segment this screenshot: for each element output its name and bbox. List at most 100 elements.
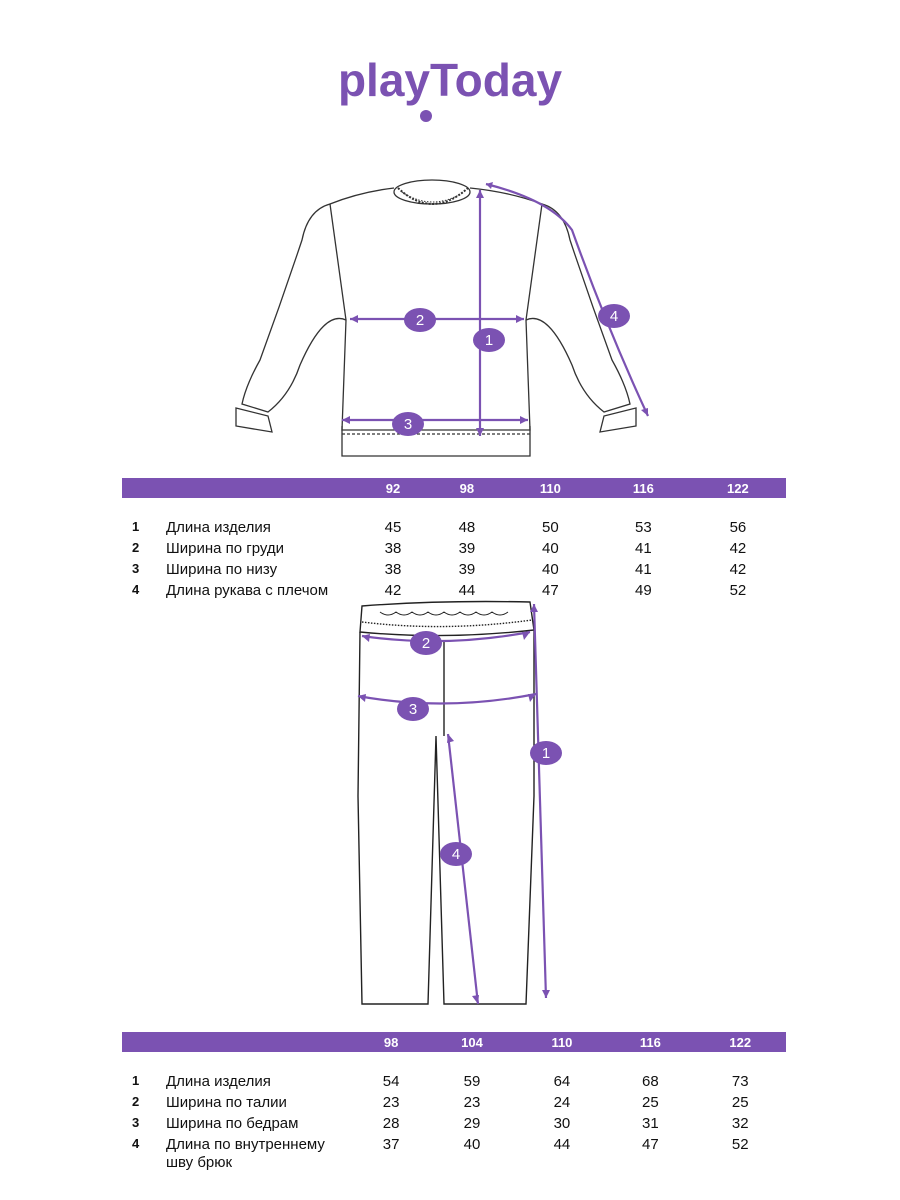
- table-row: 2 Ширина по груди 38 39 40 41 42: [122, 540, 786, 561]
- size-header: 104: [461, 1034, 483, 1050]
- cell: 41: [634, 561, 652, 578]
- row-label: Ширина по бедрам: [166, 1115, 299, 1132]
- top-table-header: 92 98 110 116 122: [122, 478, 786, 498]
- marker-top-2: 2: [404, 308, 436, 332]
- row-number: 4: [132, 582, 140, 597]
- svg-text:4: 4: [610, 308, 618, 325]
- marker-top-4: 4: [598, 304, 630, 328]
- marker-bottom-3: 3: [397, 697, 429, 721]
- measure-pants-length: [532, 603, 548, 999]
- svg-text:3: 3: [404, 416, 412, 433]
- cell: 44: [458, 582, 476, 599]
- cell: 45: [384, 519, 402, 536]
- marker-top-3: 3: [392, 412, 424, 436]
- cell: 40: [542, 540, 559, 557]
- size-header: 110: [539, 480, 561, 496]
- cell: 23: [463, 1094, 481, 1111]
- cell: 24: [553, 1094, 571, 1111]
- table-row: 1 Длина изделия 54 59 64 68 73: [122, 1073, 786, 1094]
- size-header: 116: [639, 1034, 661, 1050]
- cell: 25: [642, 1094, 659, 1111]
- cell: 56: [729, 519, 747, 536]
- row-label: Длина изделия: [166, 1073, 271, 1090]
- cell: 23: [382, 1094, 400, 1111]
- row-number: 2: [132, 540, 140, 555]
- pants-sketch: 1 2 3 4: [357, 600, 562, 1005]
- marker-top-1: 1: [473, 328, 505, 352]
- cell: 39: [458, 540, 476, 557]
- cell: 40: [463, 1136, 481, 1153]
- top-size-table: 92 98 110 116 122 1 Длина изделия 45 48 …: [122, 478, 786, 603]
- sweatshirt-sketch: 1 2 3 4: [235, 179, 649, 457]
- cell: 49: [634, 582, 652, 599]
- size-header: 116: [632, 480, 654, 496]
- cell: 31: [642, 1115, 659, 1132]
- bottom-table-header: 98 104 110 116 122: [122, 1032, 786, 1052]
- cell: 59: [463, 1073, 481, 1090]
- cell: 47: [642, 1136, 659, 1153]
- cell: 50: [542, 519, 559, 536]
- table-row: 2 Ширина по талии 23 23 24 25 25: [122, 1094, 786, 1115]
- cell: 39: [458, 561, 476, 578]
- cell: 38: [384, 561, 402, 578]
- waistband: [359, 600, 535, 637]
- cell: 44: [553, 1136, 571, 1153]
- cell: 53: [634, 519, 652, 536]
- cell: 28: [382, 1115, 400, 1132]
- row-number: 1: [132, 519, 140, 534]
- cell: 42: [384, 582, 402, 599]
- svg-text:1: 1: [485, 332, 493, 349]
- cell: 54: [382, 1073, 400, 1090]
- measure-waist-width: [361, 630, 531, 643]
- size-header: 122: [729, 1034, 752, 1050]
- size-header: 98: [383, 1034, 399, 1050]
- cell: 52: [731, 1136, 749, 1153]
- cell: 42: [729, 561, 747, 578]
- row-number: 3: [132, 561, 140, 576]
- cell: 38: [384, 540, 402, 557]
- cell: 64: [553, 1073, 571, 1090]
- row-label: Ширина по талии: [166, 1094, 287, 1111]
- size-header: 98: [459, 480, 475, 496]
- measure-inseam-length: [446, 733, 480, 1005]
- pants-measure-lines: [357, 603, 548, 1005]
- size-header: 122: [727, 480, 749, 496]
- marker-bottom-4: 4: [440, 842, 472, 866]
- brand-logo: playToday: [0, 50, 900, 130]
- cell: 47: [542, 582, 559, 599]
- cell: 41: [634, 540, 652, 557]
- collar: [393, 179, 471, 205]
- brand-name: playToday: [338, 54, 563, 106]
- cell: 25: [731, 1094, 749, 1111]
- cell: 68: [642, 1073, 659, 1090]
- table-row: 4 Длина рукава с плечом 42 44 47 49 52: [122, 582, 786, 603]
- cell: 37: [382, 1136, 400, 1153]
- brand-logo-dot: [420, 110, 432, 122]
- pants-arrowheads: [358, 604, 550, 1004]
- table-row: 3 Ширина по низу 38 39 40 41 42: [122, 561, 786, 582]
- marker-bottom-1: 1: [530, 741, 562, 765]
- cell: 30: [553, 1115, 571, 1132]
- measure-sleeve-length: [485, 182, 649, 417]
- cell: 40: [542, 561, 559, 578]
- row-label: Длина изделия: [166, 519, 271, 536]
- sweatshirt-arrowheads: [342, 182, 648, 436]
- svg-text:4: 4: [452, 846, 460, 863]
- svg-text:2: 2: [422, 635, 430, 652]
- row-number: 4: [132, 1136, 140, 1151]
- row-number: 3: [132, 1115, 140, 1130]
- cell: 52: [729, 582, 747, 599]
- row-label: Длина по внутреннему шву брюк: [166, 1136, 325, 1171]
- row-number: 1: [132, 1073, 140, 1088]
- row-label: Длина рукава с плечом: [166, 582, 329, 599]
- cell: 48: [458, 519, 476, 536]
- table-row: 3 Ширина по бедрам 28 29 30 31 32: [122, 1115, 786, 1136]
- bottom-size-table: 98 104 110 116 122 1 Длина изделия 54 59…: [122, 1032, 786, 1172]
- table-row: 1 Длина изделия 45 48 50 53 56: [122, 519, 786, 540]
- marker-bottom-2: 2: [410, 631, 442, 655]
- size-header: 110: [551, 1034, 573, 1050]
- cell: 42: [729, 540, 747, 557]
- table-row: 4 Длина по внутреннему шву брюк 37 40 44…: [122, 1136, 786, 1172]
- size-header: 92: [385, 480, 401, 496]
- row-label: Ширина по груди: [166, 540, 285, 557]
